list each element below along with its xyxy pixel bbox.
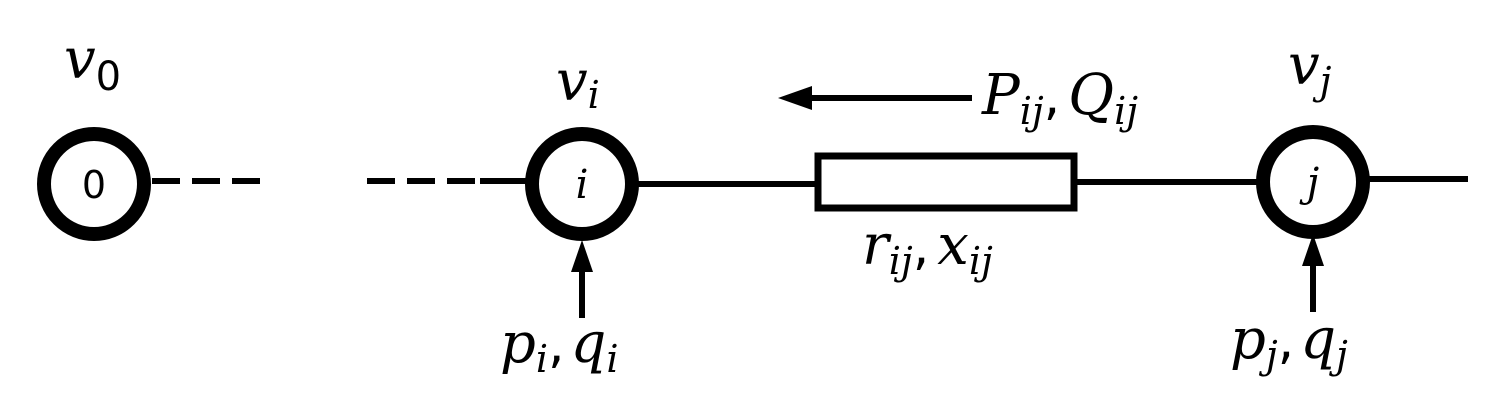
node-0-voltage: v0	[64, 27, 121, 100]
power-flow-label: Pij,Qij	[981, 63, 1138, 133]
node-i-label: i	[576, 162, 589, 208]
node-i: i vi pi,qi	[500, 49, 639, 381]
impedance-label: rij,xij	[862, 213, 993, 283]
node-j-circle	[1256, 125, 1370, 239]
node-i-circle	[525, 127, 639, 241]
node-0: 0 v0	[37, 27, 151, 241]
node-j-injection: pj,qj	[1230, 307, 1348, 377]
node-j: j vj pj,qj	[1230, 33, 1468, 377]
injection-arrow-j-head	[1302, 234, 1324, 266]
impedance-box	[814, 152, 1078, 212]
node-0-label: 0	[82, 163, 106, 207]
power-flow-arrow-head	[778, 86, 812, 110]
node-i-injection: pi,qi	[500, 311, 619, 381]
node-i-voltage: vi	[556, 49, 600, 117]
node-j-voltage: vj	[1288, 33, 1332, 103]
node-0-circle	[37, 127, 151, 241]
node-j-label: j	[1299, 160, 1319, 206]
injection-arrow-i-head	[571, 240, 593, 272]
